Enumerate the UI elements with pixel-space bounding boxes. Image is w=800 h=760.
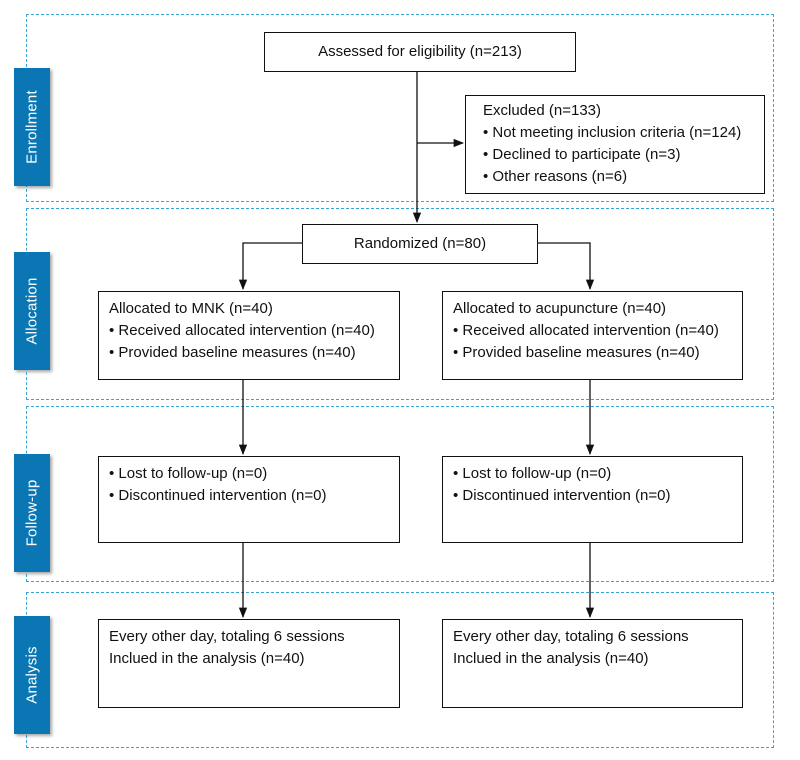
followup-acupuncture-item: • Discontinued intervention (n=0) <box>453 487 671 504</box>
analysis-mnk-item: Inclued in the analysis (n=40) <box>109 650 305 667</box>
randomized-text: Randomized (n=80) <box>353 235 487 252</box>
allocation-acupuncture-title: Allocated to acupuncture (n=40) <box>453 300 667 317</box>
excluded-item: • Other reasons (n=6) <box>483 168 628 185</box>
analysis-acupuncture-box: Every other day, totaling 6 sessions Inc… <box>442 619 743 708</box>
followup-acupuncture-item: • Lost to follow-up (n=0) <box>453 465 612 482</box>
allocation-acupuncture-box: Allocated to acupuncture (n=40) • Receiv… <box>442 291 743 380</box>
allocation-mnk-box: Allocated to MNK (n=40) • Received alloc… <box>98 291 400 380</box>
analysis-label: Analysis <box>14 616 50 734</box>
allocation-mnk-title: Allocated to MNK (n=40) <box>109 300 273 317</box>
allocation-acupuncture-item: • Provided baseline measures (n=40) <box>453 344 700 361</box>
allocation-mnk-item: • Provided baseline measures (n=40) <box>109 344 356 361</box>
followup-label: Follow-up <box>14 454 50 572</box>
randomized-box: Randomized (n=80) <box>302 224 538 264</box>
analysis-mnk-box: Every other day, totaling 6 sessions Inc… <box>98 619 400 708</box>
followup-mnk-item: • Lost to follow-up (n=0) <box>109 465 268 482</box>
analysis-acupuncture-item: Inclued in the analysis (n=40) <box>453 650 649 667</box>
allocation-acupuncture-item: • Received allocated intervention (n=40) <box>453 322 719 339</box>
excluded-item: • Not meeting inclusion criteria (n=124) <box>483 124 742 141</box>
followup-mnk-box: • Lost to follow-up (n=0) • Discontinued… <box>98 456 400 543</box>
followup-mnk-item: • Discontinued intervention (n=0) <box>109 487 327 504</box>
randomized-left-branch <box>238 242 302 291</box>
enrollment-label: Enrollment <box>14 68 50 186</box>
analysis-mnk-item: Every other day, totaling 6 sessions <box>109 628 345 645</box>
assessed-text: Assessed for eligibility (n=213) <box>318 43 522 60</box>
allocation-label: Allocation <box>14 252 50 370</box>
assessed-box: Assessed for eligibility (n=213) <box>264 32 576 72</box>
randomized-right-branch <box>538 242 595 291</box>
followup-acupuncture-box: • Lost to follow-up (n=0) • Discontinued… <box>442 456 743 543</box>
analysis-acupuncture-item: Every other day, totaling 6 sessions <box>453 628 689 645</box>
excluded-box: Excluded (n=133) • Not meeting inclusion… <box>465 95 765 194</box>
excluded-title: Excluded (n=133) <box>483 102 601 119</box>
allocation-mnk-item: • Received allocated intervention (n=40) <box>109 322 375 339</box>
excluded-item: • Declined to participate (n=3) <box>483 146 681 163</box>
